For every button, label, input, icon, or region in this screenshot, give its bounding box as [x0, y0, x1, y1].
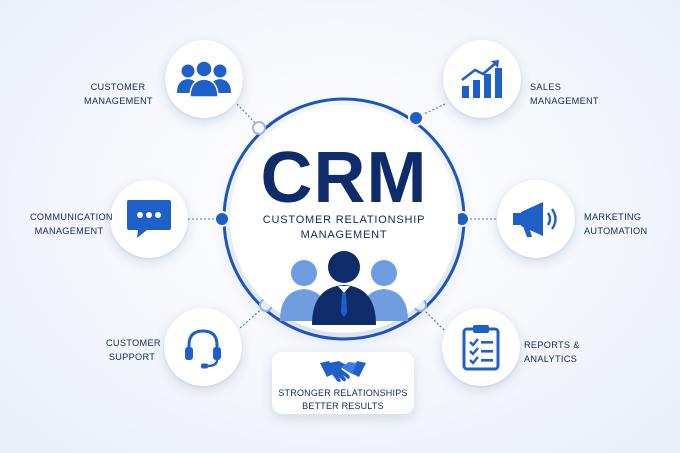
reports-analytics-line2: ANALYTICS [524, 354, 578, 364]
marketing-automation-bubble [497, 180, 575, 258]
communication-management-line2: MANAGEMENT [34, 226, 104, 236]
customer-management-bubble [165, 40, 243, 118]
crm-subtitle-line2: MANAGEMENT [300, 229, 388, 241]
marketing-automation-line2: AUTOMATION [584, 226, 648, 236]
communication-management-label: COMMUNICATION MANAGEMENT [30, 210, 113, 238]
people-group-icon [177, 60, 231, 98]
ring-node-left [214, 211, 230, 227]
result-text: STRONGER RELATIONSHIPS BETTER RESULTS [272, 387, 414, 413]
crm-subtitle: CUSTOMER RELATIONSHIP MANAGEMENT [230, 213, 458, 243]
customer-support-bubble [164, 308, 242, 386]
marketing-automation-label: MARKETING AUTOMATION [584, 210, 647, 238]
customer-support-line1: CUSTOMER [106, 338, 161, 348]
handshake-icon [320, 361, 366, 382]
clipboard-checklist-icon [462, 325, 500, 371]
customer-support-label: CUSTOMER SUPPORT [106, 336, 161, 364]
marketing-automation-line1: MARKETING [584, 212, 642, 222]
communication-management-line1: COMMUNICATION [30, 212, 113, 222]
sales-management-label: SALES MANAGEMENT [530, 80, 599, 108]
result-box [272, 352, 414, 414]
crm-subtitle-line1: CUSTOMER RELATIONSHIP [262, 214, 426, 226]
result-line2: BETTER RESULTS [302, 401, 384, 411]
chat-bubble-icon [127, 200, 171, 238]
reports-analytics-label: REPORTS & ANALYTICS [524, 338, 580, 366]
communication-management-bubble [110, 180, 188, 258]
connector-customer-support [239, 305, 266, 329]
customer-management-line1: CUSTOMER [90, 82, 146, 92]
reports-analytics-line1: REPORTS & [524, 340, 580, 350]
customer-management-line2: MANAGEMENT [84, 96, 153, 106]
ring-node-top-right [408, 110, 424, 126]
headset-icon [185, 329, 221, 369]
sales-management-line1: SALES [530, 82, 562, 92]
sales-management-line2: MANAGEMENT [530, 96, 599, 106]
crm-title: CRM [260, 138, 428, 218]
result-line1: STRONGER RELATIONSHIPS [278, 388, 408, 398]
bar-chart-growth-icon [461, 60, 502, 98]
customer-support-line2: SUPPORT [108, 352, 156, 362]
ring-node-top-left [252, 121, 266, 135]
connector-customer-management [236, 103, 259, 127]
sales-management-bubble [443, 40, 521, 118]
reports-analytics-bubble [442, 308, 520, 386]
customer-management-label: CUSTOMER MANAGEMENT [84, 80, 153, 108]
megaphone-icon [513, 202, 557, 237]
team-people-icon [280, 251, 408, 325]
